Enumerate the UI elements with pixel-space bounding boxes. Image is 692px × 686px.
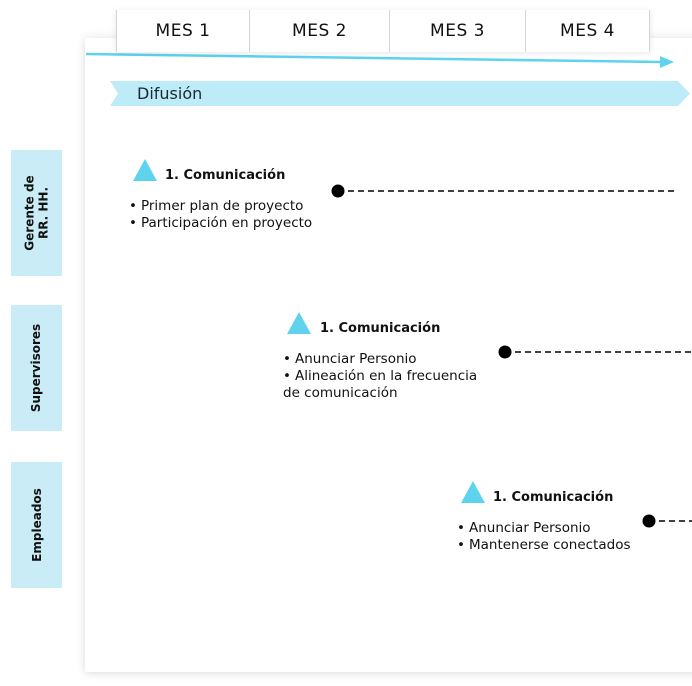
list-item: Primer plan de proyecto — [129, 198, 312, 215]
task-bullet-list: Anunciar Personio Alineación en la frecu… — [283, 351, 493, 402]
triangle-icon — [133, 159, 157, 181]
task-bullet-list: Anunciar Personio Mantenerse conectados — [457, 520, 631, 554]
role-tab-empleados: Empleados — [11, 462, 62, 588]
list-item: Anunciar Personio — [283, 351, 493, 368]
task-title: 1. Comunicación — [320, 321, 441, 336]
timeline-arrow-line — [85, 52, 663, 64]
task-title: 1. Comunicación — [493, 490, 614, 505]
list-item: Mantenerse conectados — [457, 537, 631, 554]
role-label: Supervisores — [30, 324, 44, 412]
timeline-arrow-head — [660, 56, 674, 68]
list-item: Alineación en la frecuencia de comunicac… — [283, 368, 493, 402]
role-tab-supervisores: Supervisores — [11, 305, 62, 431]
triangle-icon — [461, 481, 485, 503]
month-1-header: MES 1 — [116, 10, 250, 52]
role-label-line1: Empleados — [29, 488, 44, 562]
role-label: Empleados — [30, 488, 44, 562]
task-title: 1. Comunicación — [165, 168, 286, 183]
task-bullet-list: Primer plan de proyecto Participación en… — [129, 198, 312, 232]
milestone-dot-2 — [498, 345, 512, 359]
milestone-dot-1 — [331, 184, 345, 198]
role-tab-gerente-rrhh: Gerente de RR. HH. — [11, 150, 62, 276]
month-2-header: MES 2 — [250, 10, 390, 52]
role-label-line2: RR. HH. — [36, 186, 51, 240]
triangle-icon — [287, 312, 311, 334]
phase-label: Difusión — [137, 84, 203, 103]
list-item: Anunciar Personio — [457, 520, 630, 537]
role-label: Gerente de RR. HH. — [23, 175, 51, 250]
month-header: MES 1 MES 2 MES 3 MES 4 — [116, 10, 650, 52]
role-label-line1: Supervisores — [29, 323, 44, 413]
month-4-header: MES 4 — [526, 10, 650, 52]
list-item: Participación en proyecto — [129, 215, 312, 232]
milestone-dot-3 — [642, 514, 656, 528]
role-label-line1: Gerente de — [22, 175, 37, 251]
month-3-header: MES 3 — [390, 10, 526, 52]
phase-bar — [110, 81, 690, 106]
